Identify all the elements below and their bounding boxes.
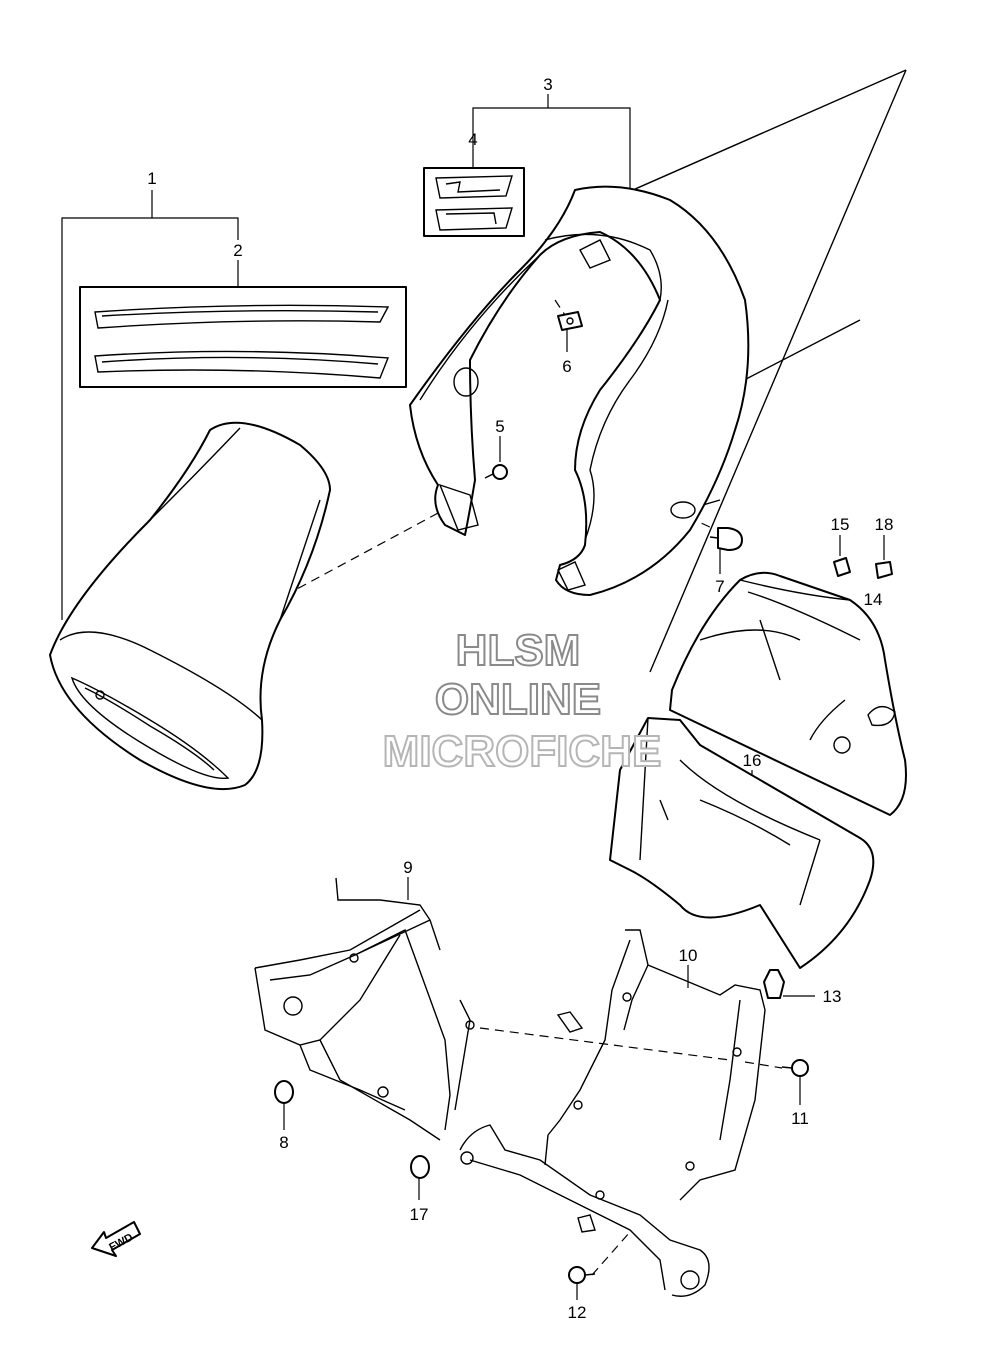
callout-6: 6 [562,357,571,376]
cap-18 [875,561,893,579]
stripe-decal-set [79,286,407,388]
screw-small [484,464,508,480]
emblem-decal-set [423,167,525,237]
bolt-12 [568,1266,596,1284]
callout-14: 14 [864,590,883,609]
callout-2: 2 [233,241,242,260]
watermark-line1: HLSM [456,626,581,675]
forward-arrow-icon: FWD [91,1221,141,1257]
callout-10: 10 [679,946,698,965]
callout-15: 15 [831,515,850,534]
callout-13: 13 [823,987,842,1006]
callout-7: 7 [715,577,724,596]
callout-4: 4 [468,130,477,149]
callout-12: 12 [568,1303,587,1322]
callout-labels: 1 2 3 4 5 6 7 8 9 10 11 12 13 14 15 16 1… [147,75,893,1322]
bolt-11 [781,1059,809,1077]
stay-bracket-left [254,877,475,1141]
callout-11: 11 [791,1109,809,1128]
watermark-line3: MICROFICHE [383,727,662,776]
stay-bracket-right [459,929,766,1297]
nut-15 [833,557,851,577]
lower-cowling [49,421,331,791]
upper-cowl [409,185,750,596]
callout-18: 18 [875,515,894,534]
cushion-17 [410,1155,430,1179]
watermark: HLSM ONLINE MICROFICHE [382,625,663,777]
callout-16: 16 [743,751,762,770]
trim-rivet [709,527,743,551]
callout-8: 8 [279,1133,288,1152]
callout-5: 5 [495,417,504,436]
callout-1: 1 [147,169,156,188]
instrument-cover [609,717,875,969]
callout-17: 17 [410,1205,429,1224]
inner-panel [669,571,907,816]
clip-nut [557,311,583,331]
watermark-line2: ONLINE [435,675,601,724]
callout-3: 3 [543,75,552,94]
callout-9: 9 [403,858,412,877]
cushion-8 [274,1080,294,1104]
grommet-13 [763,969,785,999]
